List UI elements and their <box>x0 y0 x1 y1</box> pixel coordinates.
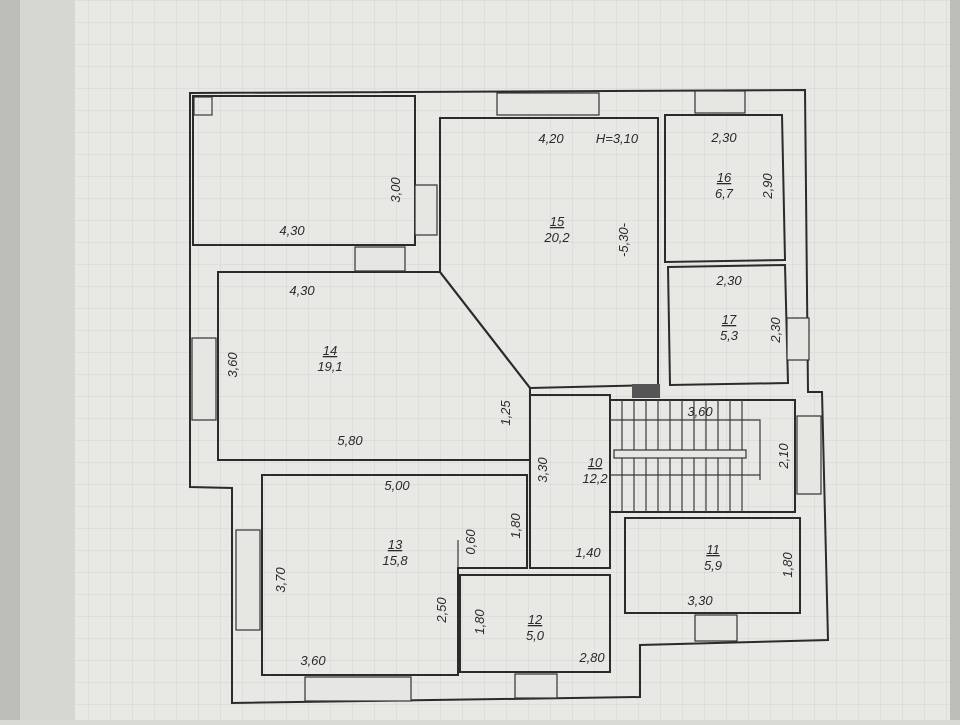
dim-label: 2,30 <box>710 130 737 145</box>
height-label: H=3,10 <box>596 131 639 146</box>
dim-label: 3,00 <box>388 177 403 203</box>
room-area: 19,1 <box>317 359 342 374</box>
dim-label: 1,25 <box>498 400 513 426</box>
dim-label: 3,60 <box>300 653 326 668</box>
room-12 <box>459 574 611 673</box>
outer-wall <box>189 88 830 705</box>
dim-label: -5,30- <box>616 222 631 257</box>
dim-label: 2,10 <box>776 443 791 470</box>
dim-label: 0,60 <box>463 529 478 555</box>
dim-label: 1,40 <box>575 545 601 560</box>
windows <box>191 90 822 702</box>
dim-label: 2,30 <box>715 273 742 288</box>
room-16 <box>664 114 787 264</box>
room-number: 12 <box>528 612 543 627</box>
room-area: 15,8 <box>382 553 408 568</box>
dim-label: 1,80 <box>780 552 795 578</box>
dim-label: 2,80 <box>578 650 605 665</box>
room-number: 14 <box>323 343 337 358</box>
dim-label: 4,30 <box>289 283 315 298</box>
dim-label: 3,70 <box>273 567 288 593</box>
dim-label: 3,60 <box>687 404 713 419</box>
room-area: 20,2 <box>543 230 570 245</box>
dim-label: 2,30 <box>768 317 783 344</box>
room-17 <box>666 263 790 387</box>
chimney <box>632 384 660 398</box>
room-number: 13 <box>388 537 403 552</box>
dim-label: 5,80 <box>337 433 363 448</box>
dim-label: 4,20 <box>538 131 564 146</box>
dim-label: 3,30 <box>535 457 550 483</box>
room-15 <box>439 117 659 390</box>
dim-label: 3,60 <box>225 352 240 378</box>
room-number: 16 <box>717 170 732 185</box>
stair-steps <box>610 400 761 512</box>
dim-label: 1,80 <box>472 609 487 635</box>
dim-label: 2,50 <box>434 597 449 624</box>
room-area: 5,0 <box>526 628 545 643</box>
room-10 <box>529 394 611 569</box>
dim-label: 5,00 <box>384 478 410 493</box>
dim-label: 2,90 <box>760 173 775 200</box>
dim-label: 1,80 <box>508 513 523 539</box>
dim-label: 3,30 <box>687 593 713 608</box>
room-11 <box>624 517 801 614</box>
room-number: 15 <box>550 214 565 229</box>
room-area: 5,3 <box>720 328 739 343</box>
room-number: 10 <box>588 455 603 470</box>
room-area: 6,7 <box>715 186 734 201</box>
room-number: 17 <box>722 312 737 327</box>
room-area: 5,9 <box>704 558 722 573</box>
room-number: 11 <box>706 542 720 557</box>
room-unnumbered <box>192 95 416 246</box>
dim-label: 4,30 <box>279 223 305 238</box>
page-binding-edge <box>20 0 75 720</box>
room-area: 12,2 <box>582 471 608 486</box>
